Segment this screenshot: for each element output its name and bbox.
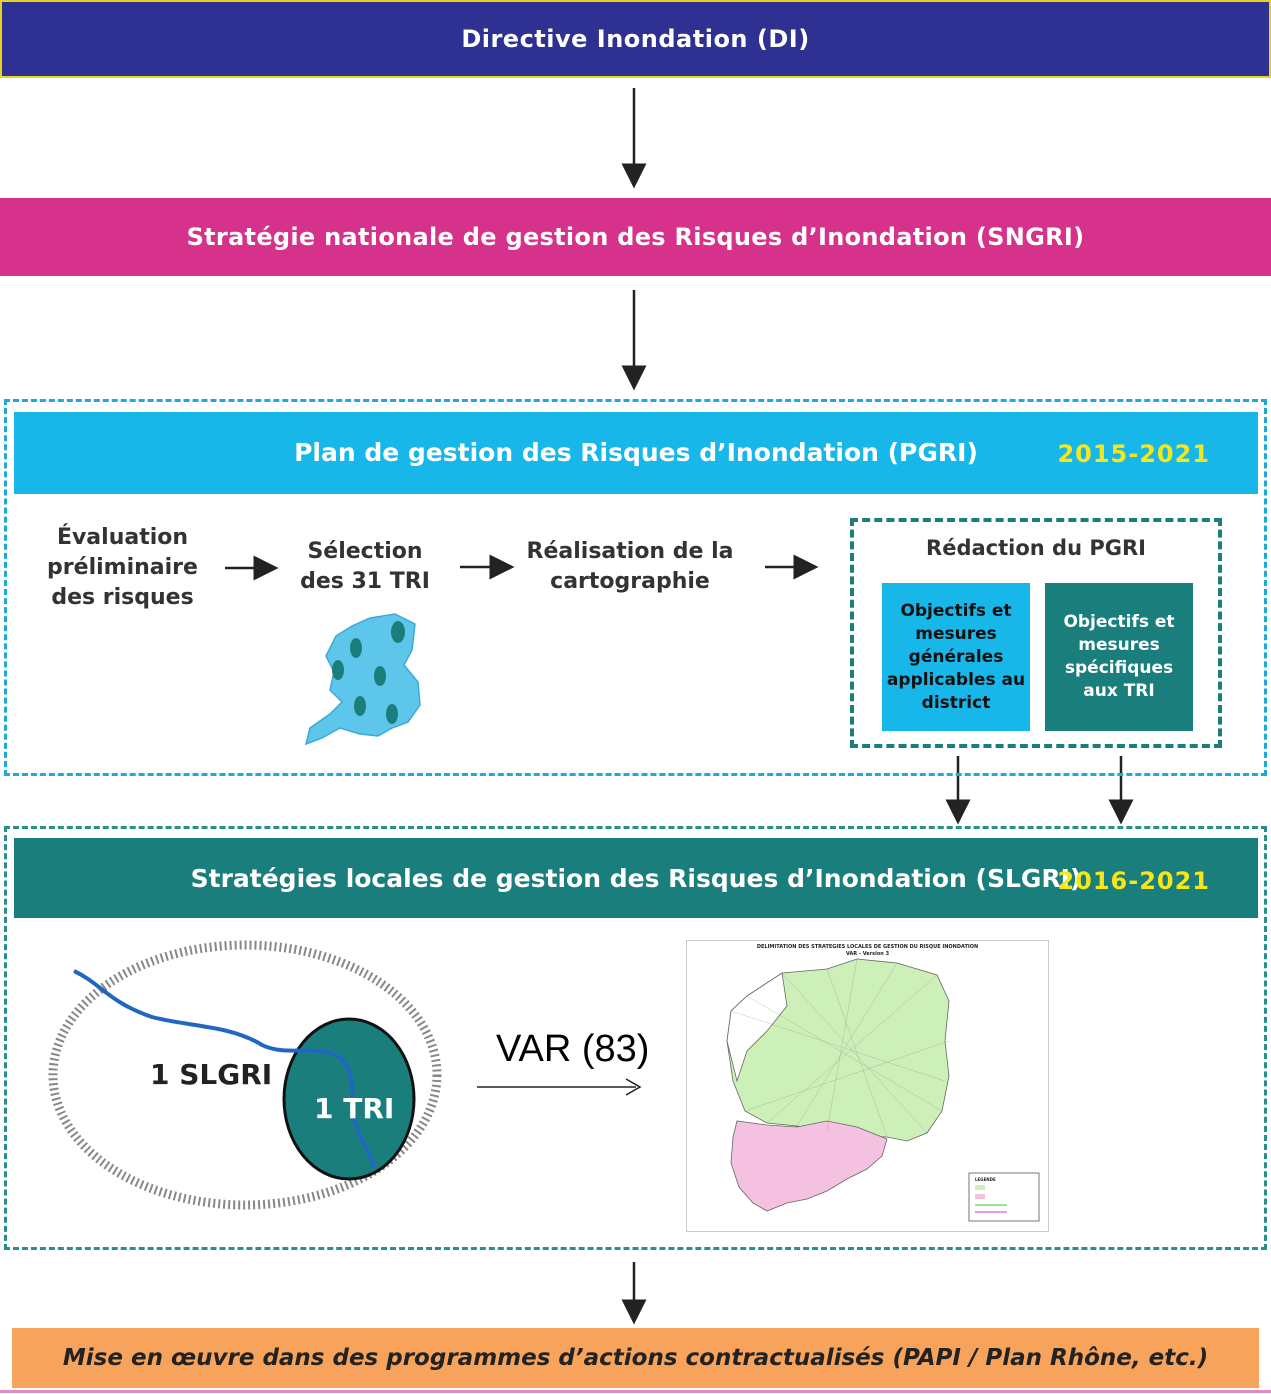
- step-selection: Sélection des 31 TRI: [300, 539, 430, 594]
- pgri-frame: [4, 399, 1267, 776]
- objectives-specific-label: Objectifs et mesures spécifiques aux TRI: [1063, 612, 1175, 701]
- pgri-title: Plan de gestion des Risques d’Inondation…: [294, 438, 978, 467]
- map-shape: [726, 958, 1040, 1222]
- mise-en-oeuvre-bar: Mise en œuvre dans des programmes d’acti…: [12, 1328, 1259, 1388]
- objectives-specific-box: Objectifs et mesures spécifiques aux TRI: [1045, 583, 1193, 731]
- redaction-frame: [850, 518, 1222, 748]
- var-map: DELIMITATION DES STRATEGIES LOCALES DE G…: [686, 940, 1049, 1232]
- slgri-title: Stratégies locales de gestion des Risque…: [190, 864, 1082, 893]
- slgri-years: 2016-2021: [1057, 867, 1210, 895]
- objectives-general-box: Objectifs et mesures générales applicabl…: [882, 583, 1030, 731]
- slgri-bar: Stratégies locales de gestion des Risque…: [14, 838, 1258, 918]
- di-title: Directive Inondation (DI): [461, 25, 810, 53]
- var-label: VAR (83): [496, 1028, 650, 1070]
- step-evaluation: Évaluation préliminaire des risques: [47, 525, 198, 610]
- slgri-label: 1 SLGRI: [150, 1058, 273, 1091]
- di-bar: Directive Inondation (DI): [0, 0, 1271, 78]
- slgri-frame: [4, 826, 1267, 1250]
- bottom-divider: [0, 1390, 1271, 1393]
- slgri-tri-diagram: [48, 940, 442, 1210]
- objectives-general-label: Objectifs et mesures générales applicabl…: [886, 600, 1026, 713]
- map-title: DELIMITATION DES STRATEGIES LOCALES DE G…: [756, 944, 979, 950]
- map-legend-title: LEGENDE: [975, 1177, 996, 1182]
- step-cartography: Réalisation de la cartographie: [526, 539, 734, 594]
- mise-en-oeuvre-text: Mise en œuvre dans des programmes d’acti…: [62, 1345, 1209, 1371]
- redaction-title: Rédaction du PGRI: [926, 536, 1146, 560]
- tri-label: 1 TRI: [314, 1092, 395, 1125]
- sngri-title: Stratégie nationale de gestion des Risqu…: [186, 223, 1085, 251]
- pgri-bar: Plan de gestion des Risques d’Inondation…: [14, 412, 1258, 494]
- sngri-bar: Stratégie nationale de gestion des Risqu…: [0, 198, 1271, 276]
- pgri-years: 2015-2021: [1057, 440, 1210, 468]
- district-map-icon: [304, 613, 421, 746]
- map-subtitle: VAR - Version 3: [845, 951, 890, 957]
